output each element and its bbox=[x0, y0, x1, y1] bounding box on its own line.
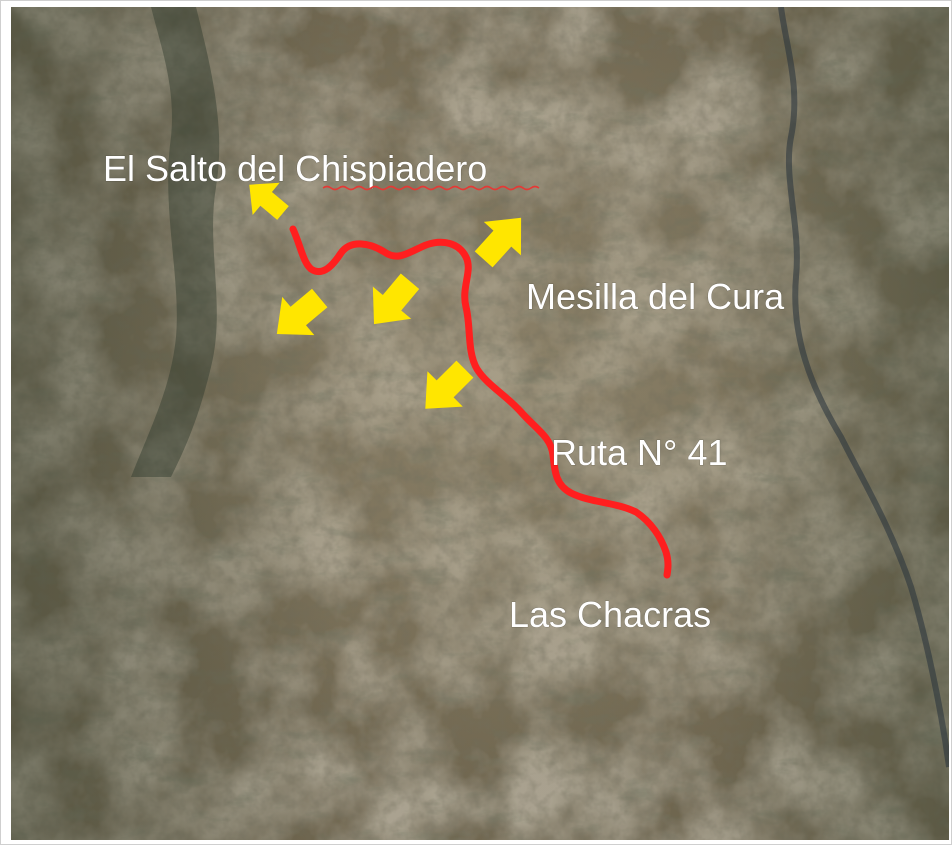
yellow-direction-arrow-icon bbox=[372, 273, 420, 325]
spellcheck-underline bbox=[322, 185, 540, 191]
label-mesilla-del-cura: Mesilla del Cura bbox=[526, 276, 785, 317]
label-las-chacras: Las Chacras bbox=[509, 594, 711, 635]
yellow-direction-arrow-icon bbox=[249, 182, 289, 220]
satellite-map[interactable]: El Salto del Chispiadero Mesilla del Cur… bbox=[11, 7, 949, 840]
mountain-ridge-shadow bbox=[131, 7, 220, 477]
direction-arrows bbox=[249, 182, 522, 409]
yellow-direction-arrow-icon bbox=[425, 360, 474, 409]
terrain-east-shadow bbox=[11, 7, 949, 840]
yellow-direction-arrow-icon bbox=[474, 217, 522, 268]
yellow-direction-arrow-icon bbox=[276, 288, 328, 336]
red-route-line bbox=[289, 225, 672, 579]
river-channel bbox=[778, 7, 949, 768]
label-el-salto-del-chispiadero: El Salto del Chispiadero bbox=[103, 148, 487, 189]
label-ruta-41: Ruta N° 41 bbox=[551, 432, 727, 473]
satellite-map-canvas: El Salto del Chispiadero Mesilla del Cur… bbox=[11, 7, 949, 840]
